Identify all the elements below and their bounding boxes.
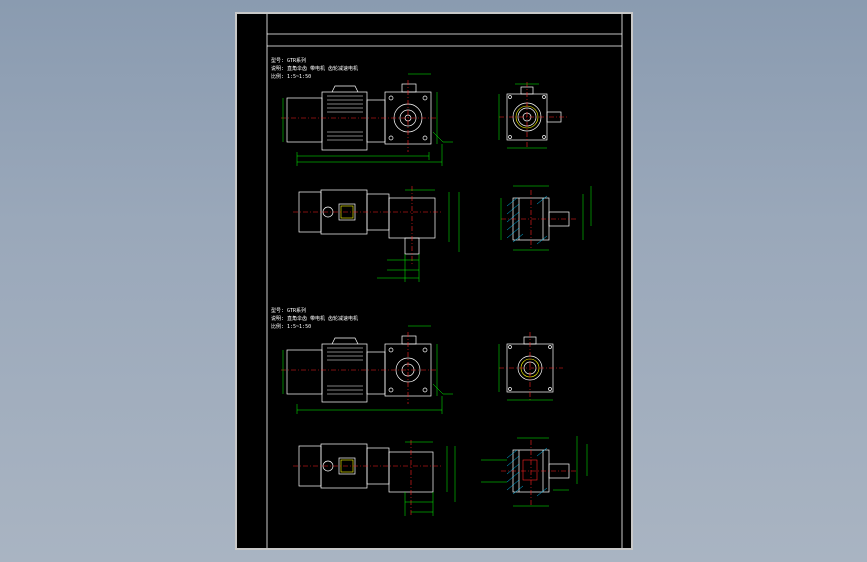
motor-plan-view-bottom [298, 443, 434, 493]
motor-front-view-bottom [286, 335, 432, 403]
note-top-line2: 说明: 直角伞齿 带电机 齿轮减速电机 [271, 65, 358, 72]
section-view-top-dims [500, 185, 592, 251]
section-view-top-centerlines [501, 190, 577, 250]
plan-view-bottom-dims [404, 441, 456, 516]
front-view-top-dims [282, 73, 453, 166]
note-bottom-line2: 说明: 直角伞齿 带电机 齿轮减速电机 [271, 315, 358, 322]
end-view-bottom-centerlines [499, 332, 563, 400]
section-view-bottom-centerlines [501, 440, 577, 506]
cad-drawing: 型号: GTR系列 说明: 直角伞齿 带电机 齿轮减速电机 比例: 1:5~1:… [266, 14, 623, 548]
section-view-bottom-dims [481, 436, 588, 507]
plan-view-bottom-centerlines [293, 440, 441, 516]
front-view-bottom-dims [282, 325, 453, 414]
note-top-line1: 型号: GTR系列 [271, 57, 306, 64]
motor-front-view-top [286, 83, 432, 151]
section-view-bottom-accent [522, 459, 538, 481]
motor-plan-view-top [298, 189, 436, 255]
end-view-top-centerlines [499, 82, 567, 148]
notes-bottom: 型号: GTR系列 说明: 直角伞齿 带电机 齿轮减速电机 比例: 1:5~1:… [271, 307, 358, 330]
plan-view-top-centerlines [293, 186, 441, 264]
sheet-frame [266, 14, 623, 548]
end-view-top-dims [498, 83, 547, 149]
notes-top: 型号: GTR系列 说明: 直角伞齿 带电机 齿轮减速电机 比例: 1:5~1:… [271, 57, 358, 80]
note-bottom-line1: 型号: GTR系列 [271, 307, 306, 314]
end-view-bottom-dims [498, 344, 553, 401]
front-view-top-centerlines [281, 80, 437, 152]
plan-view-top-dims [377, 189, 460, 282]
section-view-top-hatch [506, 195, 548, 245]
front-view-bottom-centerlines [281, 332, 437, 404]
motor-end-view-top [506, 86, 562, 141]
drawing-sheet: 型号: GTR系列 说明: 直角伞齿 带电机 齿轮减速电机 比例: 1:5~1:… [235, 12, 633, 550]
note-bottom-line3: 比例: 1:5~1:50 [271, 323, 311, 330]
note-top-line3: 比例: 1:5~1:50 [271, 73, 311, 80]
section-view-bottom-hatch [506, 447, 548, 497]
